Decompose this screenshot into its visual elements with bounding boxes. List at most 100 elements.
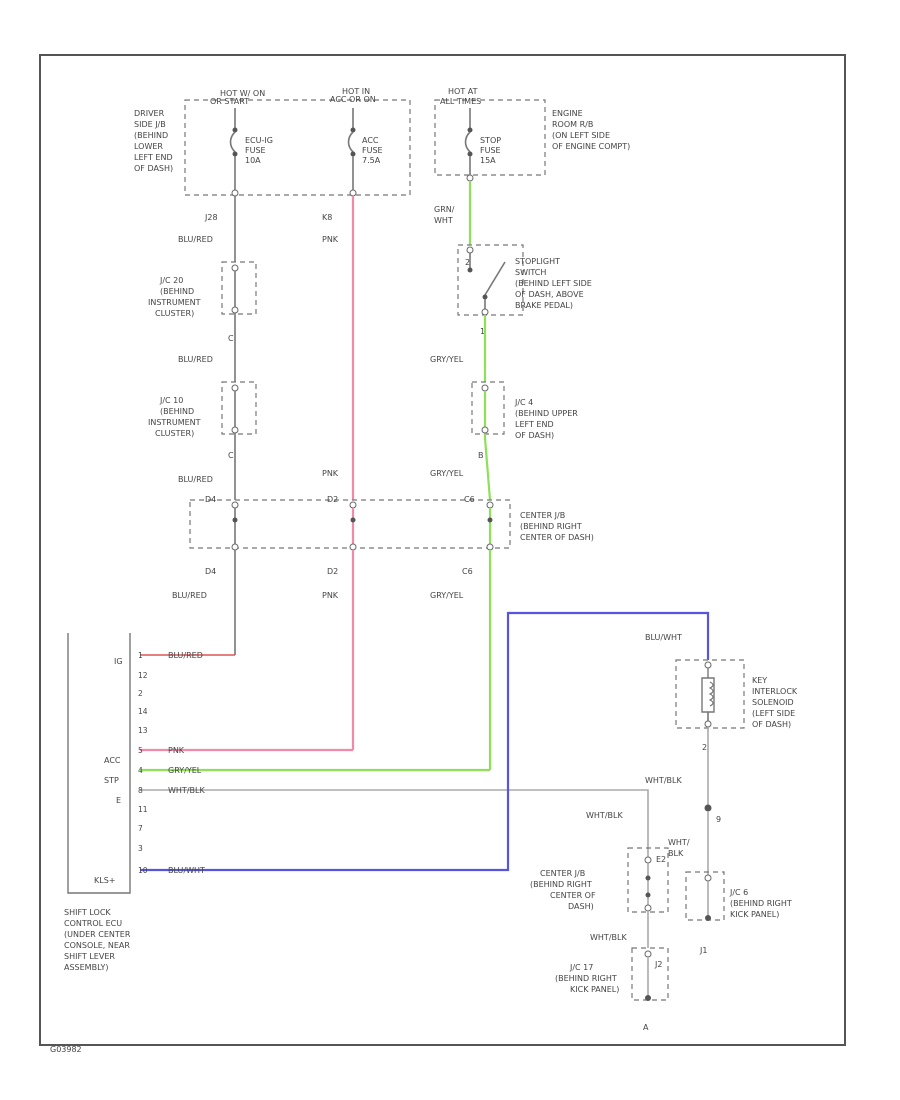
- svg-text:CENTER OF DASH): CENTER OF DASH): [520, 533, 594, 542]
- wire-label-gry-yel-2: GRY/YEL: [430, 469, 464, 478]
- center-jb-box: [189, 499, 511, 549]
- svg-text:STOPLIGHT: STOPLIGHT: [515, 257, 560, 266]
- conn-k8: K8: [322, 213, 332, 222]
- jc10-label: J/C 10 (BEHIND INSTRUMENT CLUSTER): [148, 396, 201, 438]
- svg-text:J/C 6: J/C 6: [729, 888, 748, 897]
- svg-text:KICK PANEL): KICK PANEL): [570, 985, 619, 994]
- stoplight-switch-box: [457, 244, 524, 316]
- svg-text:LEFT END: LEFT END: [515, 420, 554, 429]
- fuse1-hot-label2: OR START: [210, 97, 249, 106]
- svg-text:SIDE J/B: SIDE J/B: [134, 120, 166, 129]
- svg-text:DRIVER: DRIVER: [134, 109, 165, 118]
- svg-text:13: 13: [138, 726, 148, 735]
- wire-label-blu-wht-2: BLU/WHT: [645, 633, 682, 642]
- svg-text:(BEHIND: (BEHIND: [160, 287, 194, 296]
- center-jb2-label: CENTER J/B (BEHIND RIGHT CENTER OF DASH): [530, 869, 596, 911]
- wire-label-pnk-3: PNK: [322, 591, 339, 600]
- svg-text:BRAKE PEDAL): BRAKE PEDAL): [515, 301, 573, 310]
- conn-d4-bottom: D4: [205, 567, 216, 576]
- conn-d2-top: D2: [327, 495, 338, 504]
- svg-text:ASSEMBLY): ASSEMBLY): [64, 963, 108, 972]
- j28-pin: [231, 189, 239, 197]
- key-interlock-label: KEY INTERLOCK SOLENOID (LEFT SIDE OF DAS…: [752, 676, 798, 729]
- key-interlock-box: [675, 659, 745, 729]
- fuse1-hot-label: HOT W/ ON: [220, 89, 265, 98]
- jc6-pin-b: [705, 915, 711, 921]
- svg-text:CLUSTER): CLUSTER): [155, 309, 194, 318]
- svg-text:(BEHIND RIGHT: (BEHIND RIGHT: [530, 880, 592, 889]
- wire-label-gry-yel-3: GRY/YEL: [430, 591, 464, 600]
- svg-text:OF DASH): OF DASH): [134, 164, 173, 173]
- wire-label-wht-blk-3b: BLK: [668, 849, 684, 858]
- jc6-label: J/C 6 (BEHIND RIGHT KICK PANEL): [729, 888, 792, 919]
- ecu-wire-label-blu-wht: BLU/WHT: [168, 866, 205, 875]
- svg-text:4: 4: [138, 766, 143, 775]
- fuse3-hot-label2: ALL TIMES: [440, 97, 481, 106]
- jc10-pin-a: [231, 384, 239, 392]
- wire-label-pnk-1: PNK: [322, 235, 339, 244]
- wire-label-wht-blk-4: WHT/BLK: [586, 811, 623, 820]
- jc4-box: [471, 381, 505, 435]
- fuse1-label2: FUSE: [245, 146, 266, 155]
- center-jb2-pin-a: [644, 856, 652, 864]
- svg-text:SHIFT LOCK: SHIFT LOCK: [64, 908, 111, 917]
- fuse2-name: ACC: [362, 136, 379, 145]
- svg-text:DASH): DASH): [568, 902, 594, 911]
- svg-text:LOWER: LOWER: [134, 142, 163, 151]
- conn-e2: E2: [656, 855, 666, 864]
- fuse3-label2: FUSE: [480, 146, 501, 155]
- k8-pin: [349, 189, 357, 197]
- kls-wire: [140, 611, 710, 872]
- jc20-pin-a: [231, 264, 239, 272]
- engine-rb-box: [434, 99, 546, 176]
- conn-d4-top: D4: [205, 495, 216, 504]
- jc17-pin-b: [645, 995, 651, 1001]
- conn-1-stoplight: 1: [480, 327, 485, 336]
- ecu-outline: [67, 633, 131, 894]
- wire-label-wht-blk-2: WHT/BLK: [645, 776, 682, 785]
- conn-c-1: C: [228, 334, 234, 343]
- conn-d2-bottom: D2: [327, 567, 338, 576]
- ecu-wire-label-wht-blk: WHT/BLK: [168, 786, 205, 795]
- svg-text:OF DASH): OF DASH): [752, 720, 791, 729]
- wire-label-pnk-2: PNK: [322, 469, 339, 478]
- svg-text:(BEHIND RIGHT: (BEHIND RIGHT: [730, 899, 792, 908]
- svg-text:SWITCH: SWITCH: [515, 268, 546, 277]
- svg-text:10: 10: [138, 866, 148, 875]
- jc4-label: J/C 4 (BEHIND UPPER LEFT END OF DASH): [514, 398, 578, 440]
- svg-text:INSTRUMENT: INSTRUMENT: [148, 298, 201, 307]
- svg-text:(BEHIND RIGHT: (BEHIND RIGHT: [555, 974, 617, 983]
- ecu-pin-acc: ACC: [104, 756, 121, 765]
- conn-j2: J2: [654, 960, 662, 969]
- svg-text:7: 7: [138, 824, 143, 833]
- svg-text:(BEHIND: (BEHIND: [134, 131, 168, 140]
- jc10-pin-b: [231, 426, 239, 434]
- svg-text:(BEHIND: (BEHIND: [160, 407, 194, 416]
- solenoid-pin-1: [704, 661, 712, 669]
- jc17-box: [631, 947, 669, 1001]
- svg-text:CENTER OF: CENTER OF: [550, 891, 596, 900]
- stoplight-switch-label: STOPLIGHT SWITCH (BEHIND LEFT SIDE OF DA…: [515, 257, 592, 310]
- conn-c6-top: C6: [464, 495, 475, 504]
- svg-text:INTERLOCK: INTERLOCK: [752, 687, 798, 696]
- svg-text:OF DASH): OF DASH): [515, 431, 554, 440]
- conn-2-solenoid: 2: [702, 743, 707, 752]
- svg-text:(UNDER CENTER: (UNDER CENTER: [64, 930, 131, 939]
- wire-label-gry-yel-1: GRY/YEL: [430, 355, 464, 364]
- svg-text:KEY: KEY: [752, 676, 767, 685]
- svg-text:2: 2: [138, 689, 143, 698]
- fuse1-name: ECU-IG: [245, 136, 273, 145]
- conn-b: B: [478, 451, 484, 460]
- wire-label-blu-red-1: BLU/RED: [178, 235, 213, 244]
- svg-text:1: 1: [138, 651, 143, 660]
- fuse3-out-pin: [466, 174, 474, 182]
- ecu-pin-stp: STP: [104, 776, 119, 785]
- jc10-box: [221, 381, 257, 435]
- fuse1-terminal-top: [232, 127, 238, 133]
- ecu-pin-kls: KLS+: [94, 876, 115, 885]
- jc6-pin-a: [704, 874, 712, 882]
- fuse3-name: STOP: [480, 136, 501, 145]
- svg-text:ROOM R/B: ROOM R/B: [552, 120, 593, 129]
- svg-text:CONSOLE, NEAR: CONSOLE, NEAR: [64, 941, 130, 950]
